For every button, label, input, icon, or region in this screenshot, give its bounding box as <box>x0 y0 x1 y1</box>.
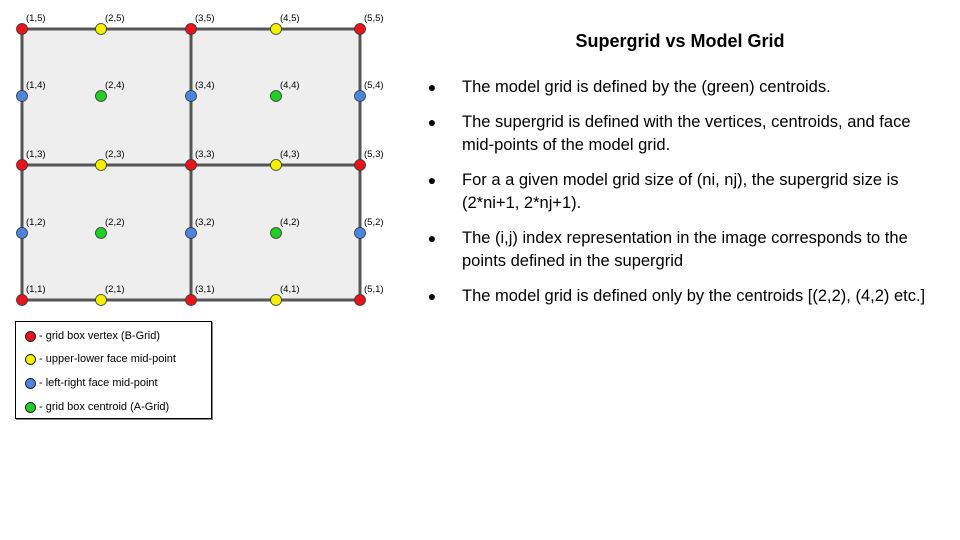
grid-point-label: (3,1) <box>195 284 215 295</box>
grid-point-label: (1,3) <box>26 149 46 160</box>
grid-point-label: (5,1) <box>364 284 384 295</box>
grid-point-label: (5,5) <box>364 13 384 24</box>
grid-point-left-right-mid <box>185 227 197 239</box>
supergrid-diagram: (1,1) (2,1) (3,1) (4,1) (5,1) (1,2) (2,2) (3,2)… <box>16 13 384 306</box>
grid-point-label: (4,2) <box>280 217 300 228</box>
grid-point-label: (2,4) <box>105 80 125 91</box>
grid-point-vertex <box>16 23 28 35</box>
grid-point-vertex <box>354 23 366 35</box>
grid-point-left-right-mid <box>185 90 197 102</box>
grid-point-centroid <box>270 90 282 102</box>
legend-vertex-marker <box>25 330 36 342</box>
grid-point-label: (4,5) <box>280 13 300 24</box>
legend-label: - left-right face mid-point <box>39 377 158 389</box>
grid-point-left-right-mid <box>354 227 366 239</box>
legend-centroid-marker <box>25 401 36 413</box>
grid-point-left-right-mid <box>16 90 28 102</box>
bullet-text: The (i,j) index representation in the im… <box>462 229 908 270</box>
bullet-item: ● The model grid is defined only by the … <box>424 285 934 308</box>
grid-point-upper-lower-mid <box>270 294 282 306</box>
grid-point-labels: (1,1) (2,1) (3,1) (4,1) (5,1) (1,2) (2,2) (3,2)… <box>26 13 384 295</box>
grid-point-label: (4,4) <box>280 80 300 91</box>
legend-label: - grid box vertex (B-Grid) <box>39 330 161 342</box>
grid-point-upper-lower-mid <box>95 294 107 306</box>
legend-left-right-marker <box>25 377 36 389</box>
grid-point-label: (5,3) <box>364 149 384 160</box>
legend-item-upper-lower-mid: - upper-lower face mid-point <box>25 351 176 367</box>
grid-point-label: (2,3) <box>105 149 125 160</box>
grid-point-label: (2,1) <box>105 284 125 295</box>
grid-point-label: (5,2) <box>364 217 384 228</box>
bullet-item: ● The model grid is defined by the (gree… <box>424 76 934 99</box>
grid-point-label: (2,2) <box>105 217 125 228</box>
bullet-item: ● The (i,j) index representation in the … <box>424 227 934 273</box>
grid-point-centroid <box>95 90 107 102</box>
grid-point-upper-lower-mid <box>95 23 107 35</box>
legend-box: - grid box vertex (B-Grid) - upper-lower… <box>15 321 212 419</box>
bullet-icon: ● <box>427 172 437 188</box>
grid-point-label: (3,5) <box>195 13 215 24</box>
grid-point-upper-lower-mid <box>95 159 107 171</box>
bullet-text: The supergrid is defined with the vertic… <box>462 113 911 154</box>
grid-point-vertex <box>185 294 197 306</box>
grid-points <box>16 23 366 306</box>
grid-point-label: (1,5) <box>26 13 46 24</box>
bullet-icon: ● <box>427 288 437 304</box>
legend-item-left-right-mid: - left-right face mid-point <box>25 375 158 391</box>
grid-point-label: (1,1) <box>26 284 46 295</box>
grid-point-label: (1,4) <box>26 80 46 91</box>
grid-point-left-right-mid <box>354 90 366 102</box>
bullet-icon: ● <box>427 230 437 246</box>
bullet-text: The model grid is defined only by the ce… <box>462 287 926 305</box>
grid-point-label: (4,1) <box>280 284 300 295</box>
grid-point-label: (1,2) <box>26 217 46 228</box>
legend-label: - grid box centroid (A-Grid) <box>39 401 170 413</box>
grid-point-label: (3,2) <box>195 217 215 228</box>
grid-point-label: (2,5) <box>105 13 125 24</box>
bullet-item: ● The supergrid is defined with the vert… <box>424 111 934 157</box>
grid-point-vertex <box>185 159 197 171</box>
bullet-icon: ● <box>427 114 437 130</box>
grid-point-left-right-mid <box>16 227 28 239</box>
grid-point-upper-lower-mid <box>270 23 282 35</box>
grid-point-centroid <box>95 227 107 239</box>
bullet-text: The model grid is defined by the (green)… <box>462 78 831 96</box>
legend-upper-lower-marker <box>25 353 36 365</box>
slide-title: Supergrid vs Model Grid <box>575 31 785 51</box>
grid-point-upper-lower-mid <box>270 159 282 171</box>
grid-point-vertex <box>185 23 197 35</box>
legend-item-vertex: - grid box vertex (B-Grid) <box>25 328 160 344</box>
grid-point-vertex <box>354 294 366 306</box>
grid-point-label: (4,3) <box>280 149 300 160</box>
bullet-text: For a a given model grid size of (ni, nj… <box>462 171 899 212</box>
legend-item-centroid: - grid box centroid (A-Grid) <box>25 399 169 415</box>
grid-point-label: (5,4) <box>364 80 384 91</box>
bullet-list: ● The model grid is defined by the (gree… <box>424 76 934 320</box>
bullet-icon: ● <box>427 79 437 95</box>
grid-point-vertex <box>16 159 28 171</box>
grid-point-centroid <box>270 227 282 239</box>
legend-label: - upper-lower face mid-point <box>39 353 176 365</box>
grid-point-label: (3,4) <box>195 80 215 91</box>
grid-point-label: (3,3) <box>195 149 215 160</box>
bullet-item: ● For a a given model grid size of (ni, … <box>424 169 934 215</box>
grid-point-vertex <box>354 159 366 171</box>
grid-point-vertex <box>16 294 28 306</box>
